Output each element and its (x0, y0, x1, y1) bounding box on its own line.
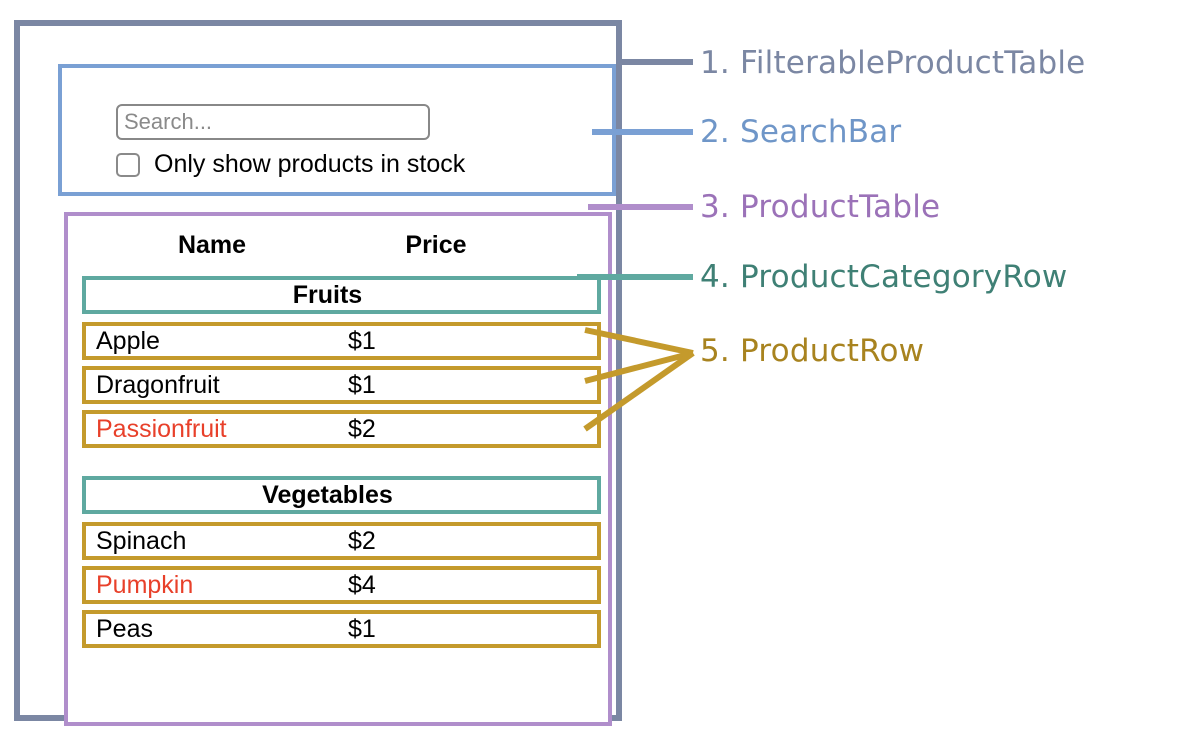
annotation-number-4: 4. (700, 259, 730, 295)
product-row: Dragonfruit $1 (82, 366, 601, 404)
product-name: Apple (96, 326, 160, 355)
product-row: Spinach $2 (82, 522, 601, 560)
annotation-label-3: 3. ProductTable (700, 192, 940, 223)
search-input[interactable] (116, 104, 430, 140)
product-table-body: Fruits Apple $1 Dragonfruit $1 Passionfr… (82, 276, 601, 654)
in-stock-checkbox-label: Only show products in stock (154, 150, 466, 178)
product-price: $1 (348, 326, 376, 355)
annotation-number-5: 5. (700, 333, 730, 369)
product-name: Pumpkin (96, 570, 194, 599)
annotation-name-2: SearchBar (740, 114, 902, 150)
annotation-label-5: 5. ProductRow (700, 336, 924, 367)
product-price: $2 (348, 414, 376, 443)
product-row: Apple $1 (82, 322, 601, 360)
product-category-row: Fruits (82, 276, 601, 314)
in-stock-filter-row[interactable]: Only show products in stock (116, 152, 465, 177)
product-price: $1 (348, 614, 376, 643)
annotation-label-1: 1. FilterableProductTable (700, 48, 1085, 79)
product-name: Dragonfruit (96, 370, 220, 399)
product-table-container: Name Price Fruits Apple $1 Dragonfruit $… (64, 212, 612, 726)
filterable-product-table-container: Only show products in stock Name Price F… (14, 20, 622, 726)
product-row: Pumpkin $4 (82, 566, 601, 604)
product-name: Peas (96, 614, 153, 643)
product-category-label: Fruits (292, 280, 363, 309)
column-header-name: Name (177, 230, 247, 259)
product-category-row: Vegetables (82, 476, 601, 514)
annotation-label-2: 2. SearchBar (700, 117, 901, 148)
annotation-name-1: FilterableProductTable (740, 45, 1086, 81)
annotation-number-2: 2. (700, 114, 730, 150)
product-name: Passionfruit (96, 414, 227, 443)
annotation-name-4: ProductCategoryRow (740, 259, 1068, 295)
product-name: Spinach (96, 526, 187, 555)
search-bar-container: Only show products in stock (58, 64, 616, 196)
annotation-number-3: 3. (700, 189, 730, 225)
section-spacer (82, 454, 601, 476)
annotation-name-3: ProductTable (740, 189, 941, 225)
product-price: $4 (348, 570, 376, 599)
in-stock-checkbox[interactable] (116, 152, 140, 177)
column-header-price: Price (405, 230, 467, 259)
product-price: $1 (348, 370, 376, 399)
product-category-label: Vegetables (262, 480, 393, 509)
product-price: $2 (348, 526, 376, 555)
annotation-name-5: ProductRow (740, 333, 925, 369)
annotation-number-1: 1. (700, 45, 730, 81)
product-row: Peas $1 (82, 610, 601, 648)
product-table-header-row: Name Price (78, 226, 603, 264)
annotation-label-4: 4. ProductCategoryRow (700, 262, 1067, 293)
product-row: Passionfruit $2 (82, 410, 601, 448)
